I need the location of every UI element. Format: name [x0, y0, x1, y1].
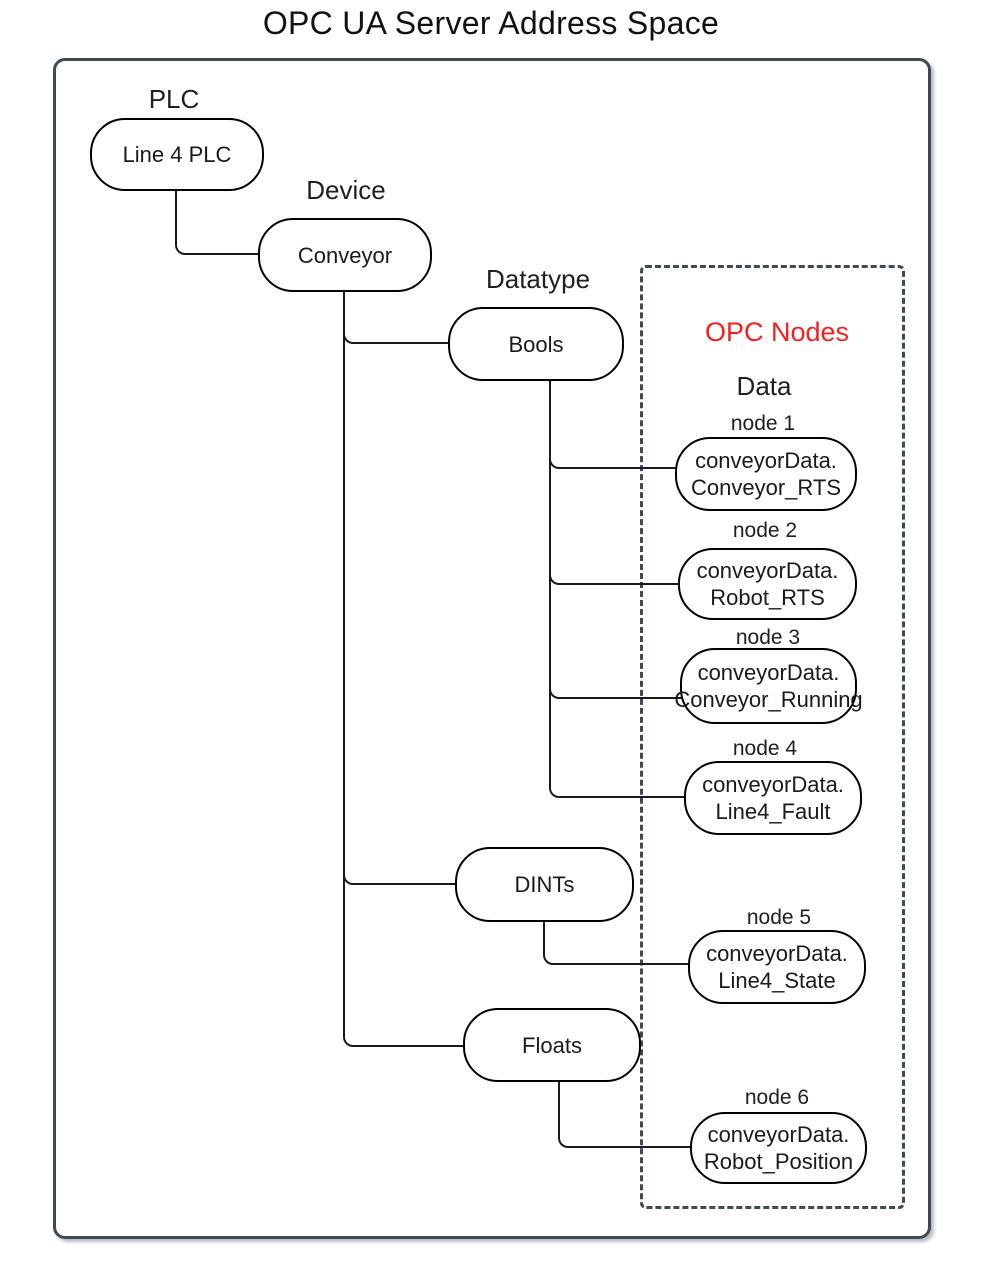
outer-frame [53, 58, 931, 1239]
opc-node-2-label: node 2 [732, 519, 798, 542]
tree-node-floats: Floats [463, 1008, 641, 1082]
opc-node-2-line1: conveyorData. [696, 558, 839, 583]
tree-node-conveyor-label: Conveyor [297, 242, 393, 268]
opc-node-6: conveyorData. Robot_Position [690, 1112, 867, 1184]
opc-node-3-line1: conveyorData. [697, 660, 840, 685]
connector-conveyor-trunk-floats [343, 288, 465, 1047]
connector-dints-node5 [543, 918, 690, 965]
tree-node-conveyor: Conveyor [258, 218, 432, 292]
opc-node-6-label: node 6 [744, 1086, 810, 1109]
tree-node-dints-label: DINTs [514, 872, 575, 897]
opc-node-1-line1: conveyorData. [695, 448, 837, 473]
opc-node-1-label: node 1 [730, 412, 796, 435]
opc-node-6-line2: Robot_Position [703, 1149, 854, 1174]
connector-branch-node3 [549, 671, 682, 699]
opc-node-3: conveyorData. Conveyor_Running [674, 648, 863, 724]
opc-panel-subtitle: Data [736, 371, 792, 401]
opc-node-2: conveyorData. Robot_RTS [678, 548, 857, 620]
opc-node-5: conveyorData. Line4_State [688, 930, 866, 1004]
opc-node-4-label: node 4 [732, 737, 798, 760]
opc-node-1-line2: Conveyor_RTS [691, 475, 841, 500]
opc-node-4: conveyorData. Line4_Fault [684, 761, 862, 835]
opc-nodes-panel [640, 265, 905, 1209]
connector-branch-node1 [549, 441, 677, 469]
group-label-device: Device [306, 175, 386, 205]
opc-node-2-line2: Robot_RTS [710, 585, 825, 610]
tree-node-dints: DINTs [455, 847, 634, 922]
opc-node-3-label: node 3 [735, 626, 801, 649]
diagram-title: OPC UA Server Address Space [262, 5, 720, 41]
connector-plc-conveyor [175, 187, 260, 255]
opc-node-5-label: node 5 [746, 906, 812, 929]
opc-node-4-line2: Line4_Fault [715, 799, 831, 824]
tree-node-bools-label: Bools [508, 331, 564, 357]
opc-node-5-line1: conveyorData. [706, 941, 848, 966]
opc-node-3-line2: Conveyor_Running [674, 687, 863, 712]
tree-node-floats-label: Floats [522, 1032, 582, 1058]
connector-bools-trunk-node4 [549, 377, 686, 798]
opc-node-5-line2: Line4_State [718, 968, 836, 993]
connector-branch-dints [343, 857, 457, 885]
opc-node-6-line1: conveyorData. [707, 1122, 850, 1147]
opc-node-4-line1: conveyorData. [702, 772, 844, 797]
connector-floats-node6 [558, 1078, 692, 1148]
connector-branch-bools [343, 316, 450, 344]
group-label-datatype: Datatype [485, 264, 591, 294]
tree-node-line4-plc-label: Line 4 PLC [122, 142, 232, 167]
connector-branch-node2 [549, 557, 680, 585]
group-label-plc: PLC [148, 84, 200, 114]
opc-panel-title: OPC Nodes [704, 317, 850, 347]
tree-node-bools: Bools [448, 307, 624, 381]
tree-node-line4-plc: Line 4 PLC [90, 118, 264, 191]
opc-node-1: conveyorData. Conveyor_RTS [675, 437, 857, 511]
